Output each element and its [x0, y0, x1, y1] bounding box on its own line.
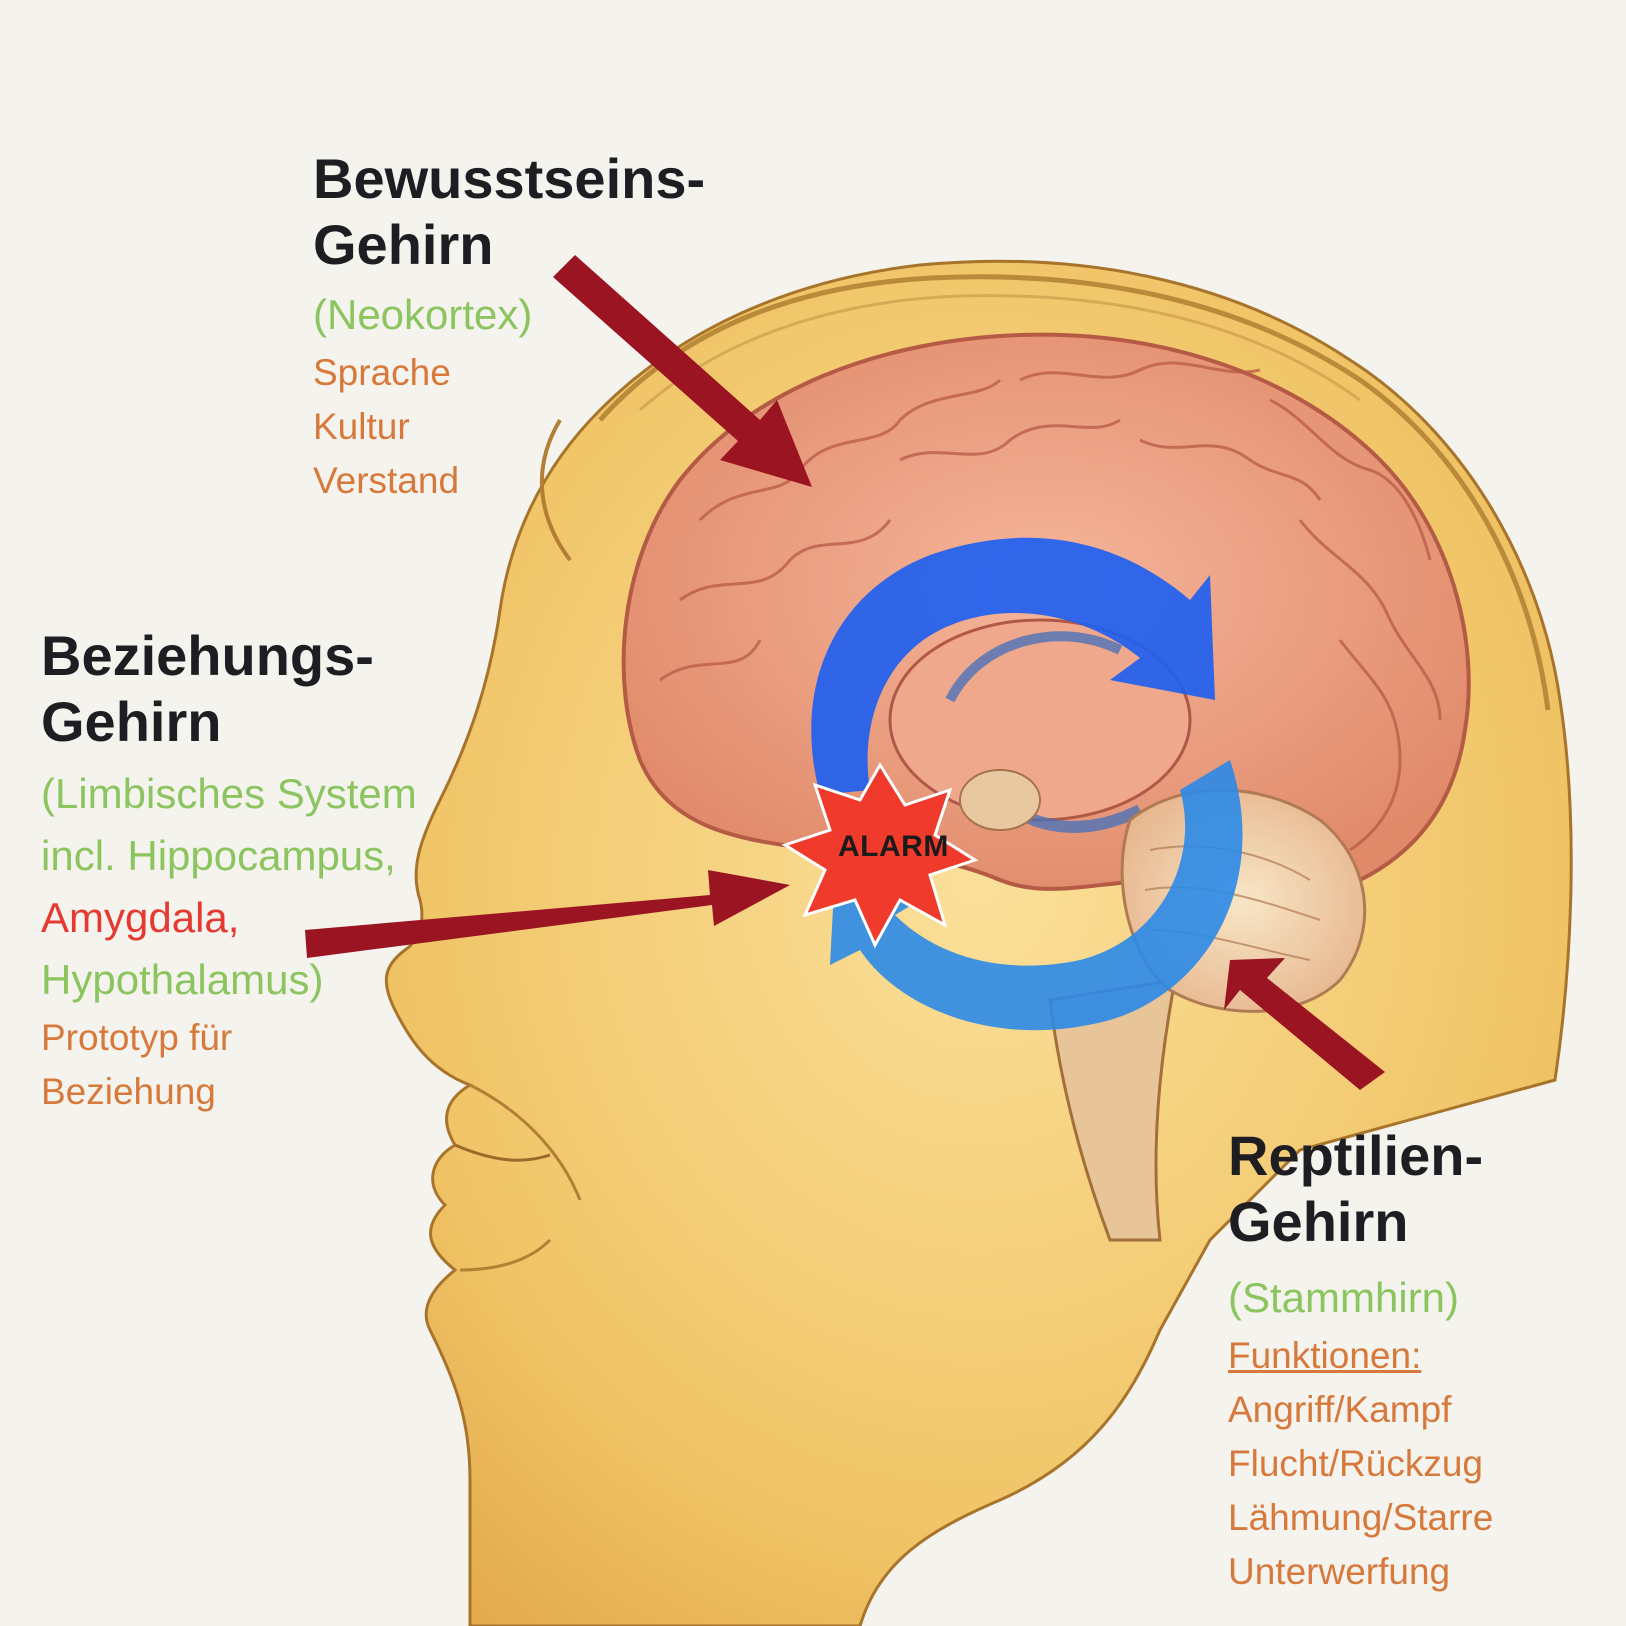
pointer-arrows: [305, 255, 1385, 1090]
neocortex-subtitle: (Neokortex): [313, 291, 533, 338]
alarm-label: ALARM: [838, 830, 949, 863]
reptile-subtitle: (Stammhirn): [1228, 1274, 1460, 1321]
brain-stem: [1048, 978, 1177, 1242]
label-neocortex: Bewusstseins- Gehirn (Neokortex) Sprache…: [313, 146, 705, 508]
limbic-line-1: (Limbisches System: [41, 770, 417, 817]
neocortex-title-1: Bewusstseins-: [313, 147, 706, 210]
limbic-line-4: Hypothalamus): [41, 956, 324, 1003]
reptile-item: Unterwerfung: [1228, 1551, 1451, 1592]
gyri-lines: [659, 361, 1442, 852]
reptile-title-1: Reptilien-: [1228, 1124, 1484, 1187]
reptile-item: Lähmung/Starre: [1228, 1497, 1494, 1538]
limbic-line-3: Amygdala,: [41, 894, 240, 941]
limbic-title-1: Beziehungs-: [41, 624, 374, 687]
label-reptile: Reptilien- Gehirn (Stammhirn) Funktionen…: [1228, 1123, 1493, 1599]
label-limbic: Beziehungs- Gehirn (Limbisches System in…: [41, 623, 417, 1119]
limbic-item: Prototyp für: [41, 1017, 233, 1058]
cycle-arrow-bottom: [830, 760, 1243, 1031]
reptile-item: Angriff/Kampf: [1228, 1389, 1452, 1430]
arrow-limbic: [305, 870, 790, 958]
arrow-reptile: [1224, 958, 1385, 1090]
cycle-arrow-top: [811, 537, 1215, 795]
limbic-title-2: Gehirn: [41, 690, 222, 753]
arrow-neocortex: [553, 255, 812, 487]
limbic-item: Beziehung: [41, 1071, 216, 1112]
neocortex-item: Verstand: [313, 460, 460, 501]
neocortex-title-2: Gehirn: [313, 213, 494, 276]
neocortex-item: Sprache: [313, 352, 451, 393]
reptile-functions-label: Funktionen:: [1228, 1335, 1422, 1376]
reptile-item: Flucht/Rückzug: [1228, 1443, 1483, 1484]
limbic-line-2: incl. Hippocampus,: [41, 832, 396, 879]
neocortex-item: Kultur: [313, 406, 410, 447]
hair-outline: [598, 274, 1551, 711]
reptile-title-2: Gehirn: [1228, 1190, 1409, 1253]
alarm-burst: [781, 762, 979, 949]
